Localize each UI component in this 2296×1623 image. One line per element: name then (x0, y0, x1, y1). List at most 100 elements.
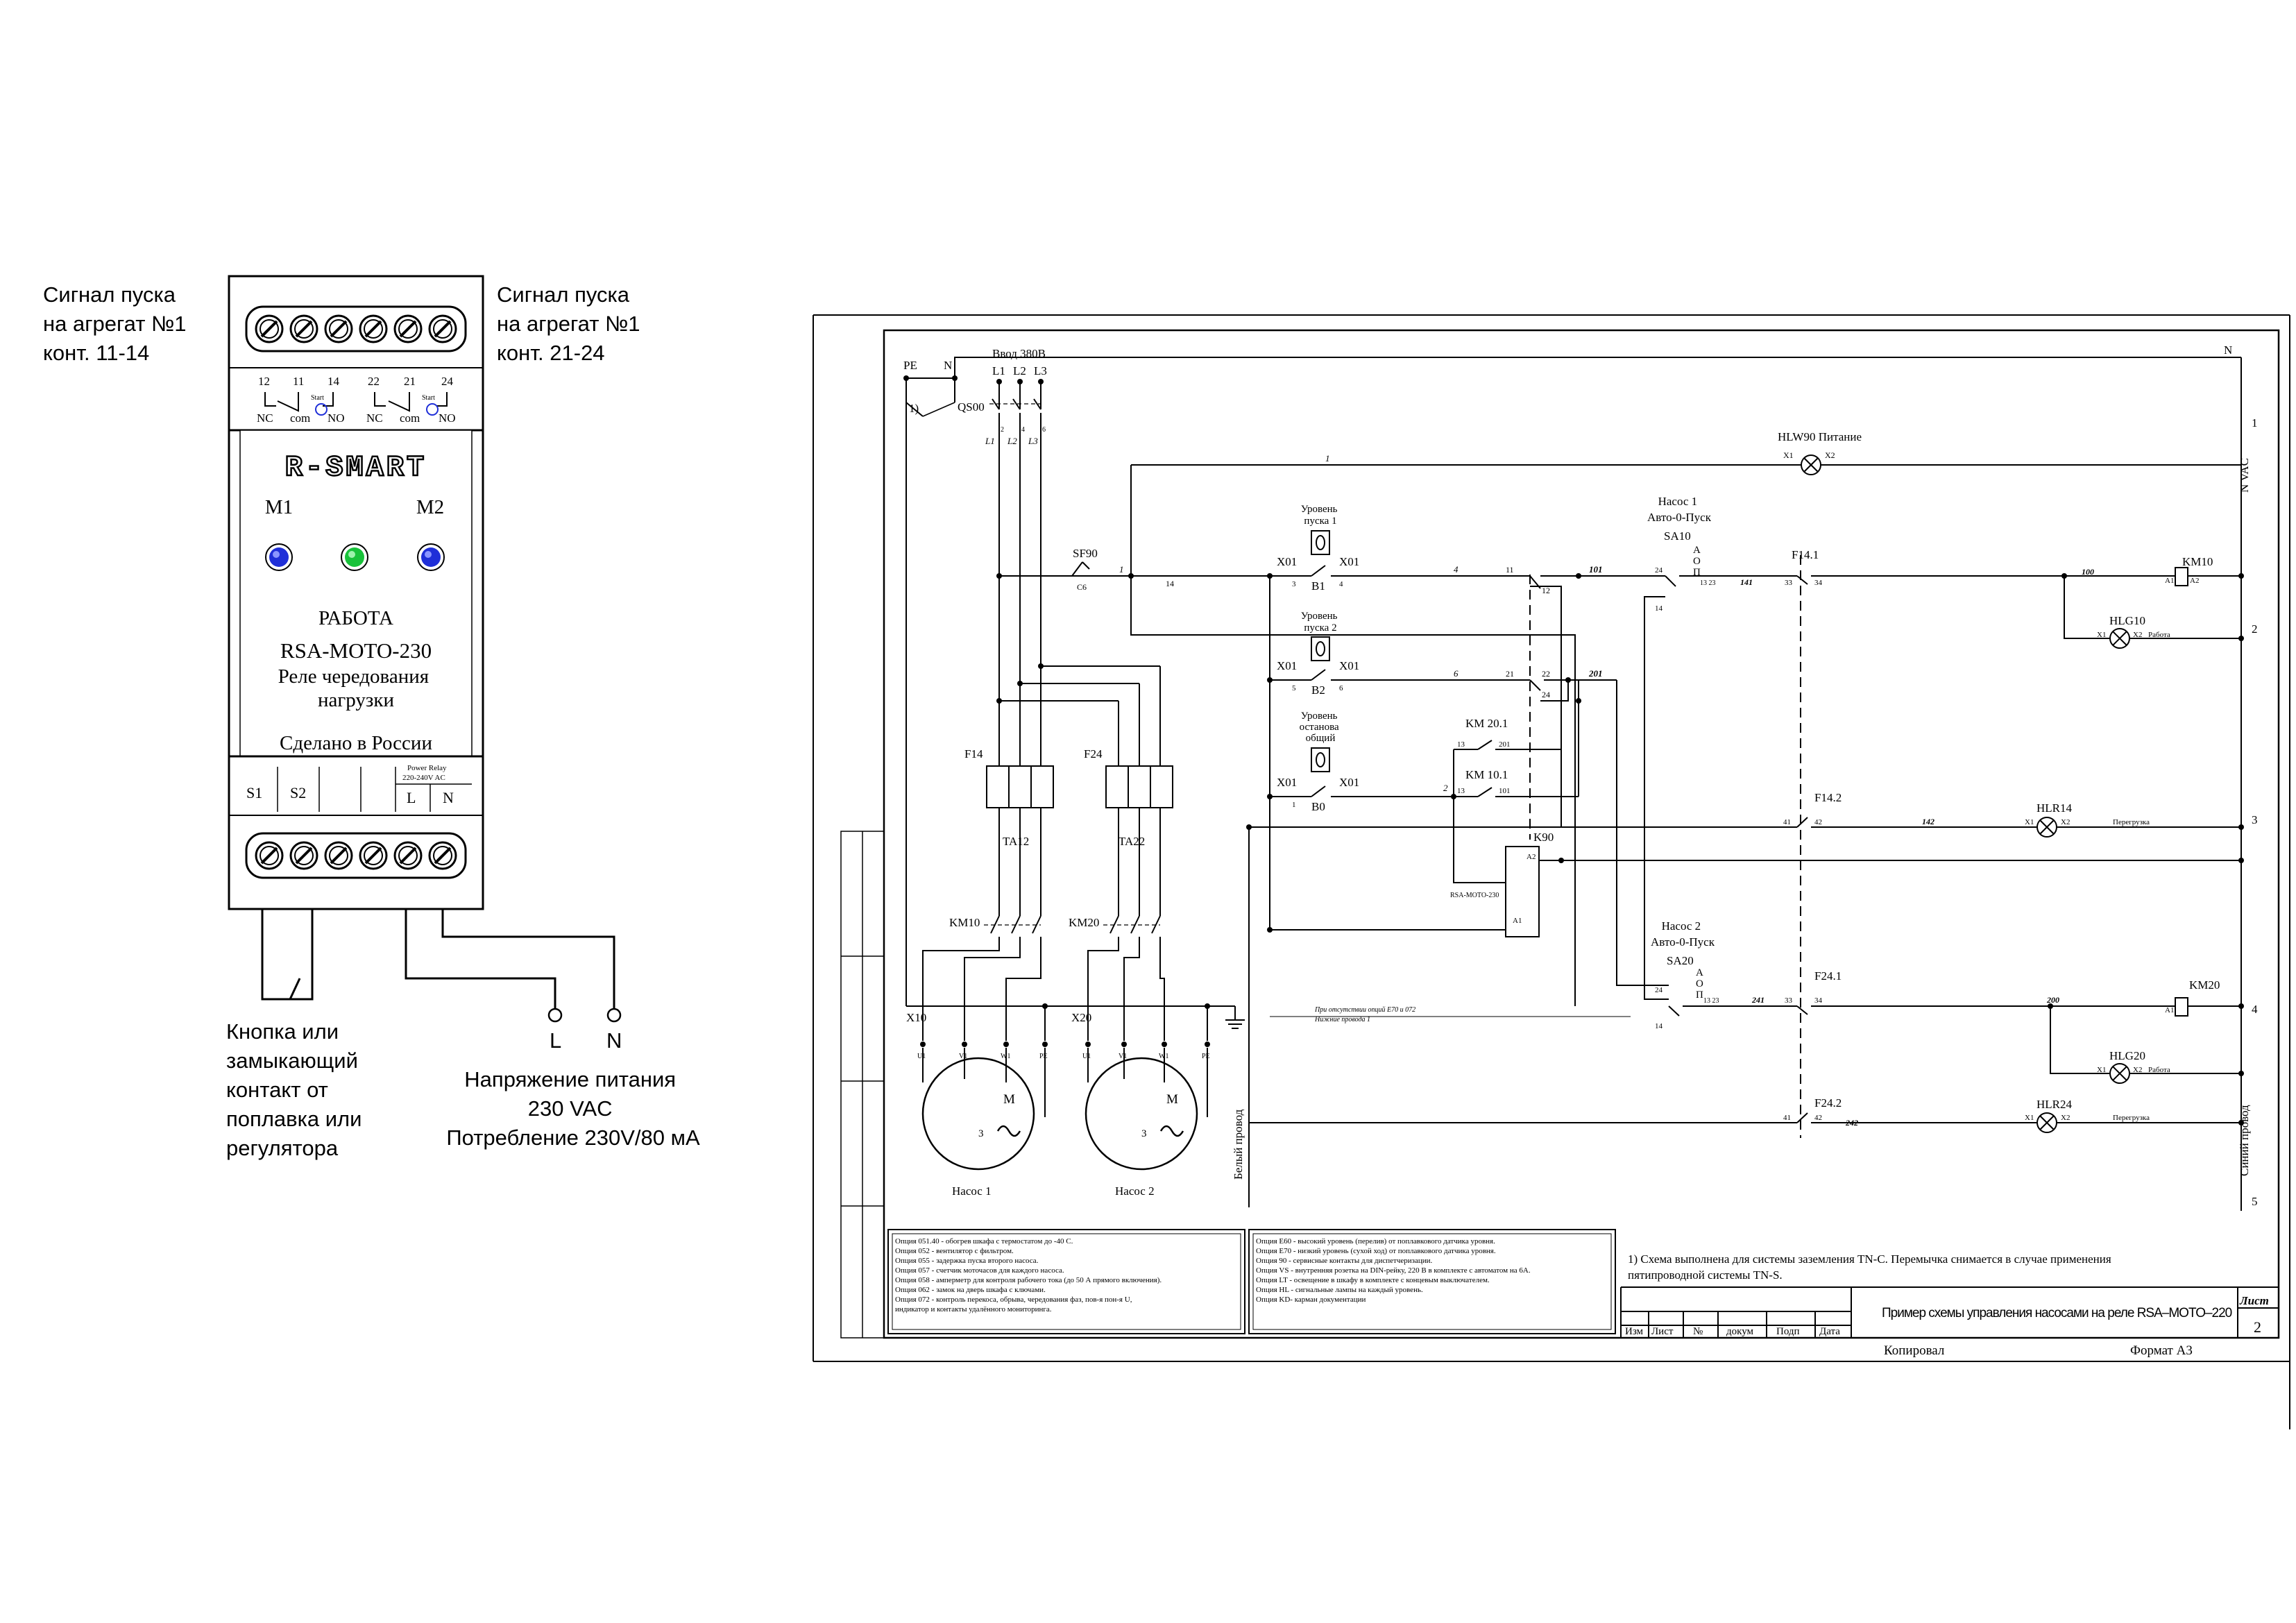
svg-text:О: О (1696, 978, 1703, 989)
svg-text:5: 5 (1292, 684, 1296, 692)
svg-text:Работа: Работа (2148, 631, 2170, 639)
float-sensor-2 (1311, 636, 1330, 661)
svg-text:Работа: Работа (2148, 1066, 2170, 1074)
options-box-1 (887, 1229, 1245, 1334)
svg-text:4: 4 (1454, 564, 1459, 575)
svg-text:3: 3 (1292, 580, 1296, 588)
svg-text:1: 1 (1325, 453, 1330, 464)
supply-terminal-l (547, 1008, 563, 1023)
svg-text:M: M (1166, 1092, 1178, 1107)
km10-main-label: KM10 (949, 916, 980, 929)
coil-km20 (2175, 997, 2188, 1017)
s1-label: S1 (246, 784, 262, 801)
motor-pump-2 (1085, 1057, 1198, 1171)
schematic-sheet: PE N N 1) Ввод 380В L1 L2 L3 QS00 L1 L2 … (813, 314, 2290, 1429)
svg-text:C6: C6 (1077, 582, 1087, 592)
copied-label: Копировал (1884, 1343, 1945, 1358)
m1-label: M1 (265, 496, 293, 518)
power-section (905, 357, 2241, 1006)
ta22-label: TA22 (1119, 835, 1145, 848)
motor-pump-1 (921, 1057, 1035, 1171)
hlw90-label: HLW90 Питание (1778, 430, 1862, 443)
signal-left-label: Сигнал пуска на агрегат №1 конт. 11-14 (43, 282, 192, 365)
svg-text:41: 41 (1783, 818, 1791, 826)
power-relay-label: Power Relay 220-240V AC (402, 764, 448, 782)
lamp-hlw90 (1801, 454, 1821, 475)
svg-text:Start: Start (422, 394, 435, 402)
svg-text:A1: A1 (2165, 577, 2174, 585)
breaker-f24 (1105, 765, 1173, 808)
svg-text:X01: X01 (1277, 659, 1297, 672)
pump1-title: Насос 1 Авто-0-Пуск (1647, 495, 1712, 524)
svg-text:NO: NO (439, 411, 456, 425)
svg-text:X1: X1 (1783, 450, 1794, 460)
sa10-label: SA10 (1664, 529, 1691, 543)
svg-text:M: M (1003, 1092, 1015, 1107)
svg-text:6: 6 (1454, 668, 1459, 679)
b0-label: B0 (1311, 800, 1325, 813)
supply-terminal-n (606, 1008, 622, 1023)
relay-front-panel (239, 430, 473, 757)
title-block (1620, 1286, 2279, 1338)
model-label: RSA-MOTO-230 (280, 638, 432, 663)
svg-text:X01: X01 (1277, 555, 1297, 568)
led-m2 (417, 543, 445, 571)
svg-text:О: О (1693, 556, 1701, 567)
svg-text:X01: X01 (1277, 776, 1297, 789)
options-list-2: Опция E60 - высокий уровень (перелив) от… (1256, 1237, 1532, 1304)
ta12-label: TA12 (1003, 835, 1029, 848)
n-label: N (944, 359, 952, 372)
top-screw-terminals (245, 305, 467, 352)
svg-text:14: 14 (1655, 1022, 1663, 1030)
svg-text:А: А (1696, 967, 1703, 978)
signal-right-label: Сигнал пуска на агрегат №1 конт. 21-24 (497, 282, 646, 365)
svg-text:А: А (1693, 545, 1701, 556)
l-label: L (407, 789, 416, 806)
svg-text:X2: X2 (2061, 1114, 2070, 1122)
svg-text:42: 42 (1814, 818, 1822, 826)
options-box-2 (1248, 1229, 1616, 1334)
svg-text:11: 11 (1506, 565, 1514, 575)
supply-description: Напряжение питания 230 VAC Потребление 2… (446, 1067, 700, 1150)
svg-text:W1: W1 (1001, 1053, 1010, 1060)
b1-label: B1 (1311, 579, 1325, 593)
svg-text:100: 100 (2082, 567, 2094, 577)
svg-text:101: 101 (1589, 564, 1603, 575)
svg-text:Изм: Изм (1625, 1326, 1644, 1337)
svg-text:21: 21 (404, 375, 416, 388)
svg-text:U1: U1 (1082, 1053, 1091, 1060)
pump2-label: Насос 2 (1115, 1184, 1155, 1198)
svg-text:X2: X2 (2061, 818, 2070, 826)
svg-text:24: 24 (441, 375, 454, 388)
hlr14-label: HLR14 (2036, 801, 2073, 815)
drawing-title: Пример схемы управления насосами на реле… (1882, 1306, 2232, 1320)
bottom-screw-terminals (245, 832, 467, 879)
control-wiring (1071, 357, 2242, 1211)
b2-label: B2 (1311, 683, 1325, 697)
blue-wire-label: Синий провод (2238, 1105, 2251, 1176)
f24-label: F24 (1084, 747, 1103, 760)
svg-text:241: 241 (1751, 995, 1764, 1005)
hlg10-label: HLG10 (2109, 614, 2145, 627)
svg-text:RSA-MOTO-230: RSA-MOTO-230 (1450, 892, 1499, 899)
pump2-title: Насос 2 Авто-0-Пуск (1651, 919, 1715, 949)
svg-text:142: 142 (1922, 817, 1934, 826)
float-sensor-0 (1311, 747, 1330, 772)
svg-text:L1: L1 (985, 436, 995, 446)
tn-c-note: 1) Схема выполнена для системы заземлени… (1628, 1252, 2114, 1282)
m2-label: M2 (416, 496, 444, 518)
svg-text:34: 34 (1814, 996, 1823, 1005)
svg-text:A1: A1 (2165, 1006, 2174, 1014)
input-label: Ввод 380В (992, 347, 1046, 360)
km20-coil-label: KM20 (2189, 978, 2220, 992)
svg-text:242: 242 (1845, 1118, 1858, 1128)
svg-text:Подп: Подп (1776, 1326, 1800, 1337)
nvac-label: N VAC (2238, 458, 2251, 493)
svg-text:5: 5 (2252, 1195, 2258, 1208)
lamp-hlg10 (2109, 628, 2130, 649)
external-wiring (261, 909, 615, 1010)
svg-text:41: 41 (1783, 1114, 1791, 1122)
relay-device: Сигнал пуска на агрегат №1 конт. 11-14 С… (43, 275, 700, 1160)
km101-label: KM 10.1 (1465, 768, 1508, 781)
svg-text:X1: X1 (2025, 1114, 2034, 1122)
